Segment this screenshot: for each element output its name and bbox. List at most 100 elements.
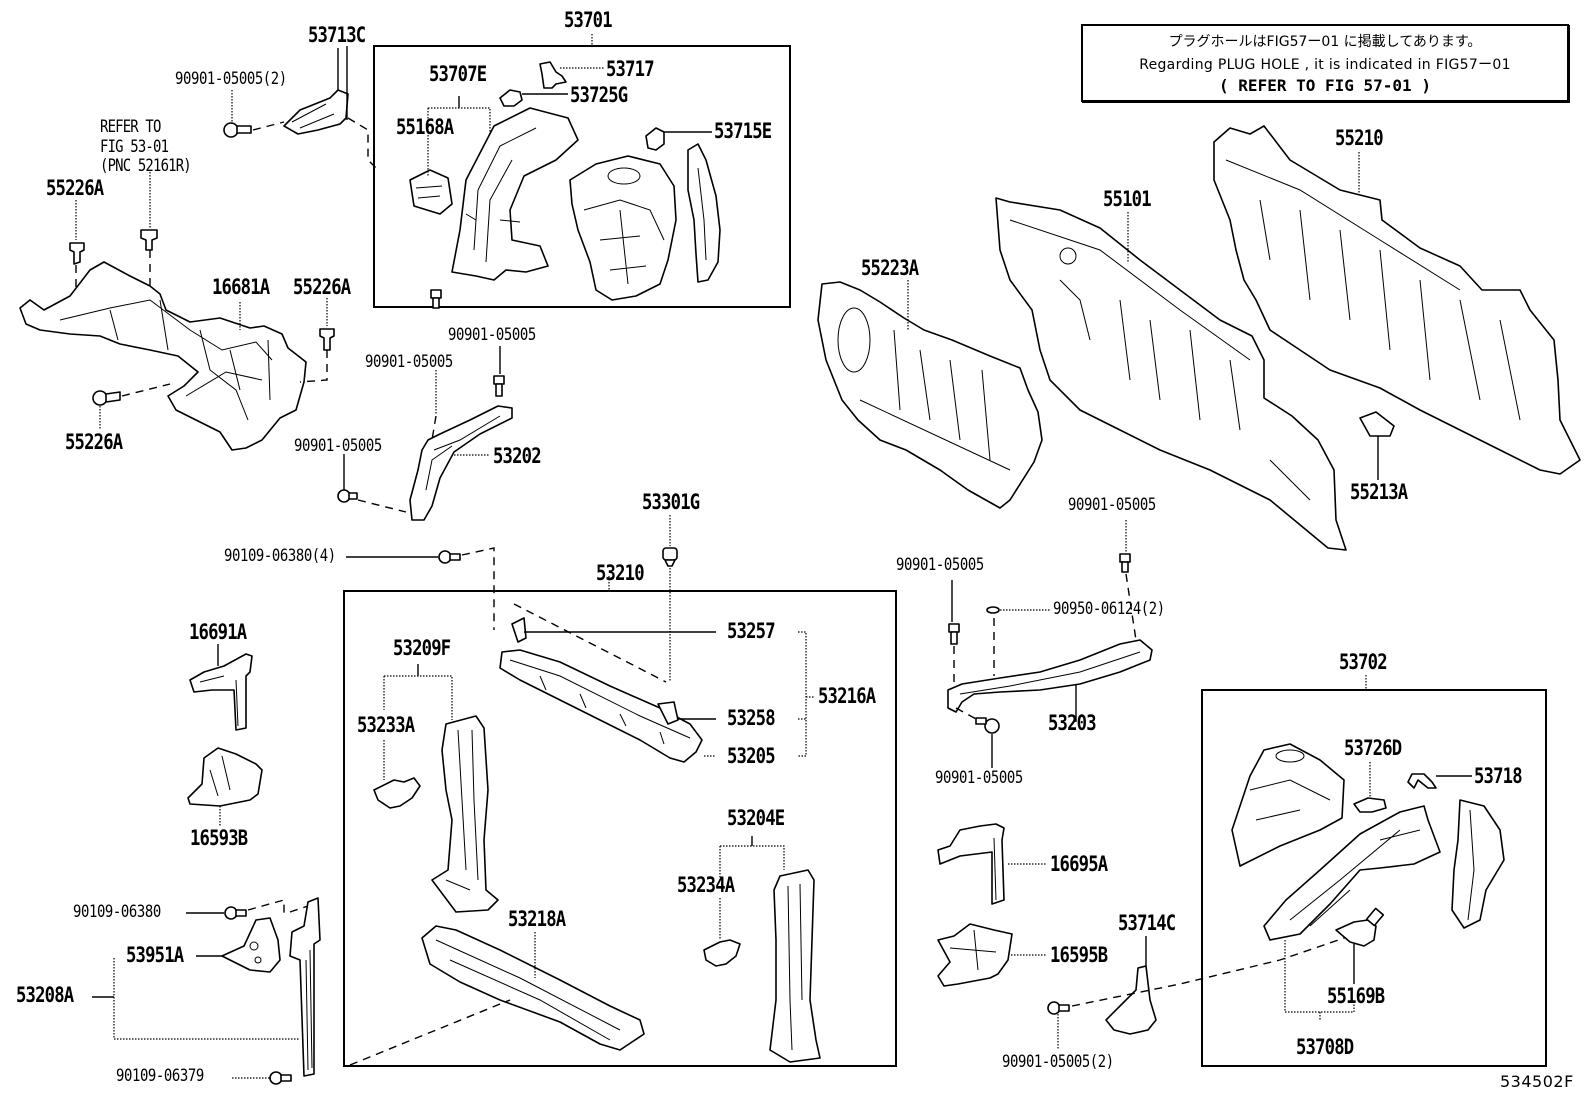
part-label-90901-05005-2b[interactable]: 90901-05005(2) xyxy=(1002,1052,1114,1072)
part-55101[interactable] xyxy=(995,197,1347,551)
part-53725G[interactable] xyxy=(499,89,523,107)
part-label-55213A[interactable]: 55213A xyxy=(1350,480,1408,504)
part-53951A[interactable] xyxy=(221,917,281,973)
part-53234A[interactable] xyxy=(703,939,741,967)
part-53717[interactable] xyxy=(539,61,567,89)
part-label-55226A-mid[interactable]: 55226A xyxy=(293,275,351,299)
part-label-53725G[interactable]: 53725G xyxy=(570,83,628,107)
part-label-16691A[interactable]: 16691A xyxy=(189,620,247,644)
part-53202[interactable] xyxy=(409,405,513,521)
bolt-90109-06379[interactable] xyxy=(269,1071,292,1085)
part-53233A[interactable] xyxy=(373,777,421,809)
part-label-53301G[interactable]: 53301G xyxy=(642,490,700,514)
part-label-16593B[interactable]: 16593B xyxy=(190,826,248,850)
part-53258[interactable] xyxy=(657,701,679,725)
group-label-53701[interactable]: 53701 xyxy=(564,8,613,32)
part-label-53708D[interactable]: 53708D xyxy=(1296,1035,1354,1059)
part-55223A[interactable] xyxy=(817,281,1043,509)
part-label-90901-05005-b[interactable]: 90901-05005 xyxy=(448,325,536,345)
part-label-53707E[interactable]: 53707E xyxy=(429,62,487,86)
part-53708D[interactable] xyxy=(1263,805,1441,941)
part-label-53715E[interactable]: 53715E xyxy=(714,119,772,143)
part-label-53726D[interactable]: 53726D xyxy=(1344,736,1402,760)
group-label-53702[interactable]: 53702 xyxy=(1339,650,1388,674)
part-53726D[interactable] xyxy=(1353,797,1387,813)
part-53218A[interactable] xyxy=(421,925,645,1051)
part-16681A[interactable] xyxy=(19,261,307,451)
part-label-90901-05005-c[interactable]: 90901-05005 xyxy=(294,436,382,456)
part-53204E[interactable] xyxy=(769,869,821,1063)
part-label-90901-05005-d[interactable]: 90901-05005 xyxy=(1068,495,1156,515)
part-label-53233A[interactable]: 53233A xyxy=(357,713,415,737)
part-label-53202[interactable]: 53202 xyxy=(493,444,542,468)
part-53209F[interactable] xyxy=(431,715,499,913)
part-label-90901-05005-a[interactable]: 90901-05005 xyxy=(365,352,453,372)
bolt-90901-05005-e[interactable] xyxy=(948,623,960,645)
part-label-90901-05005-2[interactable]: 90901-05005(2) xyxy=(175,69,287,89)
part-label-90901-05005-e[interactable]: 90901-05005 xyxy=(896,555,984,575)
group-label-53210[interactable]: 53210 xyxy=(596,561,645,585)
bolt-90901-05005-f[interactable] xyxy=(975,717,1000,734)
part-label-53209F[interactable]: 53209F xyxy=(393,636,451,660)
part-label-53718[interactable]: 53718 xyxy=(1474,764,1523,788)
part-label-53218A[interactable]: 53218A xyxy=(508,907,566,931)
part-label-55226A-bot[interactable]: 55226A xyxy=(65,430,123,454)
part-label-55226A-top[interactable]: 55226A xyxy=(46,176,104,200)
part-radiator-support-side[interactable] xyxy=(289,897,321,1077)
part-label-55210[interactable]: 55210 xyxy=(1335,126,1384,150)
part-53203[interactable] xyxy=(947,639,1153,713)
part-53714C[interactable] xyxy=(1105,965,1157,1035)
part-55210[interactable] xyxy=(1213,125,1581,475)
bolt-90901-05005-d[interactable] xyxy=(1119,553,1131,573)
part-strut-tower-rh[interactable] xyxy=(1231,743,1345,867)
part-label-53951A[interactable]: 53951A xyxy=(126,943,184,967)
part-label-90109-06380[interactable]: 90109-06380 xyxy=(73,902,161,922)
clip-reference[interactable] xyxy=(140,229,158,251)
part-apron-right[interactable] xyxy=(687,143,721,283)
part-53718[interactable] xyxy=(1407,773,1437,789)
part-label-53234A[interactable]: 53234A xyxy=(677,873,735,897)
part-label-55223A[interactable]: 55223A xyxy=(861,256,919,280)
part-label-53713C[interactable]: 53713C xyxy=(308,23,366,47)
part-label-53208A[interactable]: 53208A xyxy=(16,983,74,1007)
clip-55226A-top[interactable] xyxy=(69,242,85,265)
part-label-53717[interactable]: 53717 xyxy=(606,57,655,81)
note-line-reference[interactable]: ( REFER TO FIG 57-01 ) xyxy=(1219,76,1431,95)
part-55169B[interactable] xyxy=(1335,907,1385,947)
washer-90950-06124[interactable] xyxy=(986,606,1000,614)
part-16593B[interactable] xyxy=(187,747,263,807)
part-label-90950-06124-2[interactable]: 90950-06124(2) xyxy=(1053,599,1165,619)
part-label-55101[interactable]: 55101 xyxy=(1103,187,1152,211)
part-label-53205[interactable]: 53205 xyxy=(727,744,776,768)
part-label-16595B[interactable]: 16595B xyxy=(1050,943,1108,967)
part-16695A[interactable] xyxy=(937,823,1005,905)
part-16595B[interactable] xyxy=(937,923,1013,987)
part-label-53258[interactable]: 53258 xyxy=(727,706,776,730)
clip-55226A-bot[interactable] xyxy=(92,390,121,406)
part-53205[interactable] xyxy=(499,649,703,763)
bolt-90901-05005-c[interactable] xyxy=(337,489,358,503)
part-label-55169B[interactable]: 55169B xyxy=(1327,984,1385,1008)
part-53713C[interactable] xyxy=(283,89,349,135)
bolt-90901-05005-b[interactable] xyxy=(493,375,505,397)
part-53707E[interactable] xyxy=(451,107,579,281)
part-label-53204E[interactable]: 53204E xyxy=(727,806,785,830)
bolt-90109-06380[interactable] xyxy=(224,906,247,920)
part-strut-tower[interactable] xyxy=(569,155,677,301)
clip-55226A-mid[interactable] xyxy=(319,328,335,351)
part-label-90109-06379[interactable]: 90109-06379 xyxy=(116,1066,204,1086)
bolt-90109-06380-4[interactable] xyxy=(438,550,461,564)
bolt-90901-05005-a[interactable] xyxy=(430,289,442,309)
part-55168A[interactable] xyxy=(409,169,453,215)
part-label-53203[interactable]: 53203 xyxy=(1048,711,1097,735)
part-label-53216A[interactable]: 53216A xyxy=(818,684,876,708)
part-label-16695A[interactable]: 16695A xyxy=(1050,852,1108,876)
part-label-90901-05005-f[interactable]: 90901-05005 xyxy=(935,768,1023,788)
part-label-16681A[interactable]: 16681A xyxy=(212,275,270,299)
part-55213A[interactable] xyxy=(1359,411,1395,437)
part-53715E[interactable] xyxy=(645,127,665,151)
part-label-53714C[interactable]: 53714C xyxy=(1118,911,1176,935)
part-53301G[interactable] xyxy=(662,547,678,567)
bolt-90901-05005-2b[interactable] xyxy=(1047,1001,1070,1015)
bolt-90901-05005[interactable] xyxy=(223,122,252,138)
